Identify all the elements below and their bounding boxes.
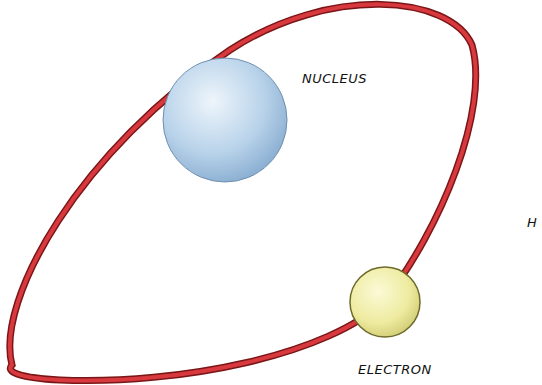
orbit-outline: [10, 4, 476, 380]
orbit-ellipse: [10, 4, 476, 380]
nucleus-sphere: [163, 58, 287, 182]
part-label: ELECTRON: [358, 363, 432, 376]
electron-sphere: [350, 267, 420, 337]
part-label: NUCLEUS: [302, 72, 367, 85]
orbit-line: [10, 4, 476, 380]
part-label: H: [527, 216, 537, 229]
